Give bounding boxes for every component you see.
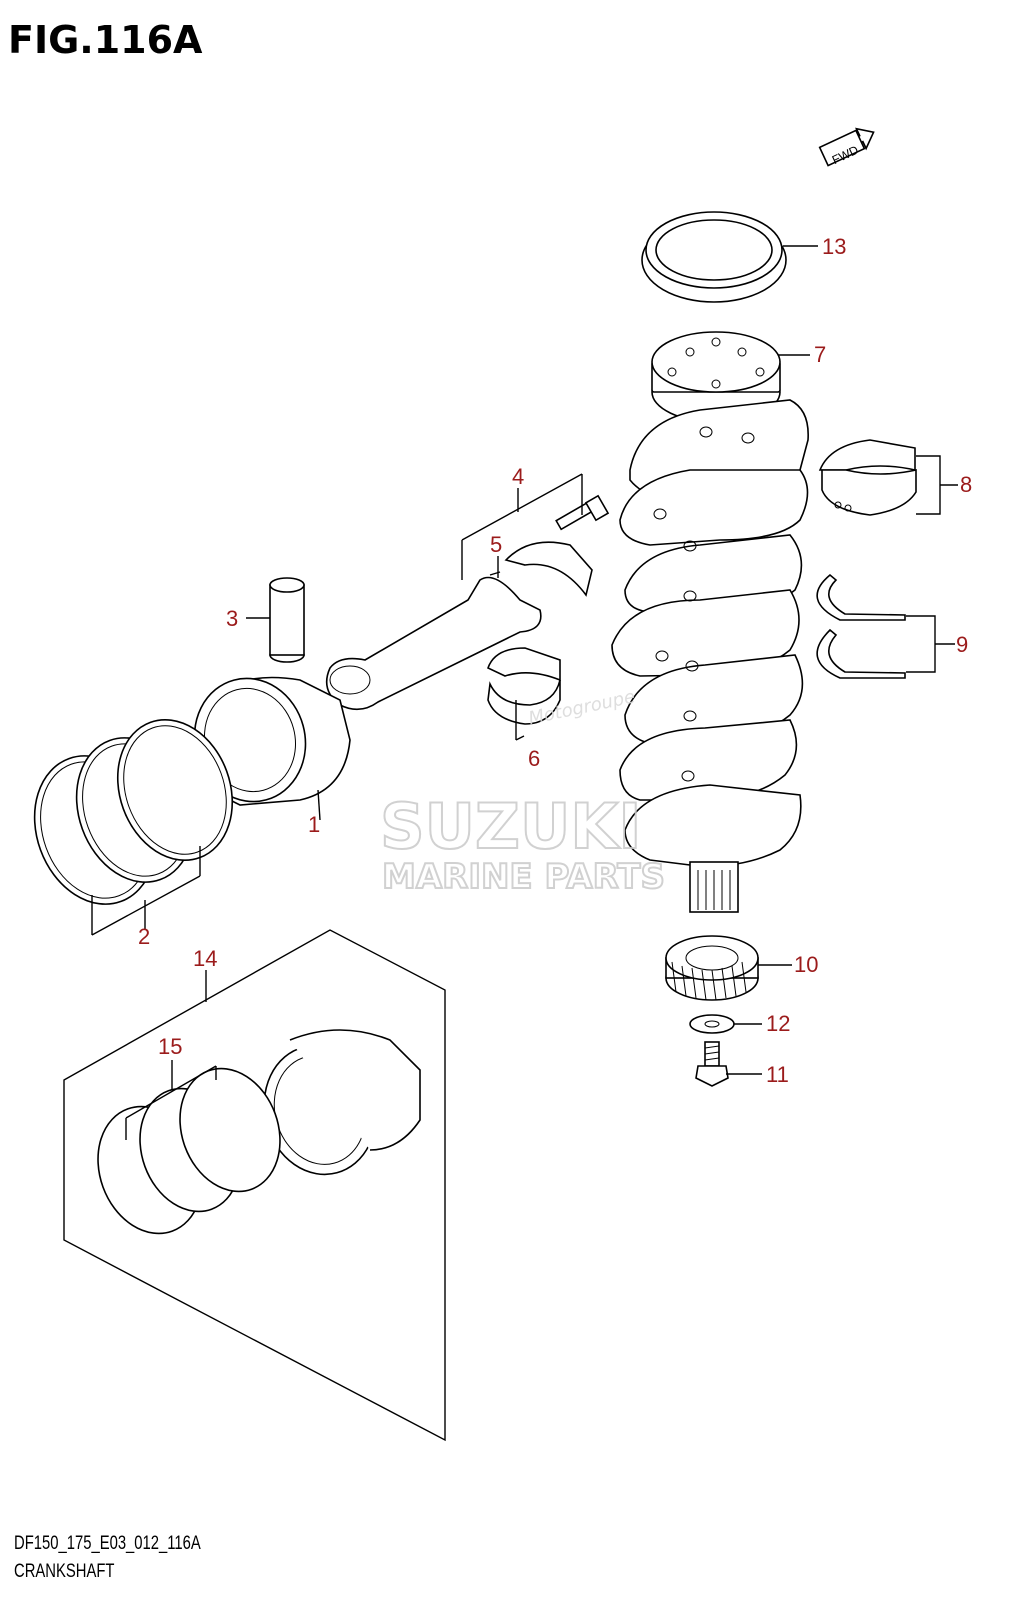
callout-1: 1 (308, 812, 320, 837)
part-8-bearings (818, 439, 917, 516)
callout-10: 10 (794, 952, 818, 977)
part-11-bolt (695, 1041, 729, 1087)
leader-lines (91, 245, 958, 1140)
part-7-crankshaft (611, 331, 809, 913)
callout-15: 15 (158, 1034, 182, 1059)
part-4-connecting-rod (325, 494, 610, 711)
part-13-seal (641, 211, 787, 303)
part-10-gear (665, 935, 759, 1001)
callout-13: 13 (822, 234, 846, 259)
callout-3: 3 (226, 606, 238, 631)
callout-12: 12 (766, 1011, 790, 1036)
callout-4: 4 (512, 464, 524, 489)
section-name: CRANKSHAFT (14, 1561, 115, 1582)
part-12-washer (689, 1014, 735, 1034)
part-9-thrust-bearings (816, 573, 906, 679)
fwd-arrow-icon: FWD (818, 127, 875, 167)
part-2-piston-rings (33, 718, 234, 905)
callout-5: 5 (490, 532, 502, 557)
part-14-kit-box (63, 929, 446, 1442)
watermark-subtitle: MARINE PARTS (382, 857, 665, 897)
callout-7: 7 (814, 342, 826, 367)
part-3-piston-pin (269, 577, 305, 663)
callout-8: 8 (960, 472, 972, 497)
callout-6: 6 (528, 746, 540, 771)
figure-title: FIG.116A (8, 18, 203, 62)
watermark-signature: Motogroupe (527, 686, 637, 729)
callout-2: 2 (138, 924, 150, 949)
callout-9: 9 (956, 632, 968, 657)
model-code: DF150_175_E03_012_116A (14, 1533, 201, 1554)
callout-14: 14 (193, 946, 217, 971)
callout-11: 11 (766, 1062, 789, 1087)
watermark-brand: SUZUKI (380, 790, 641, 863)
